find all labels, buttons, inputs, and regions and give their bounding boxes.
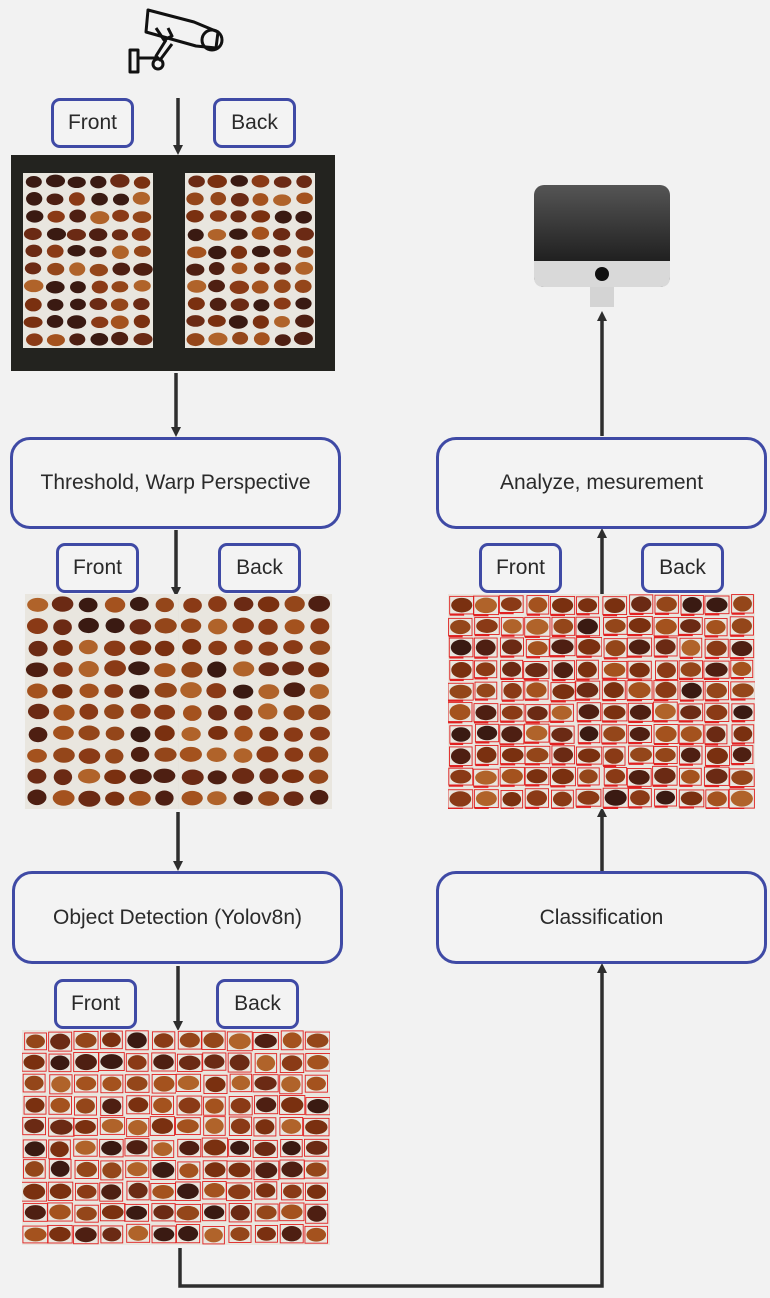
back-label: Back [236,556,283,579]
detection-step: Object Detection (Yolov8n) [12,871,343,964]
classification-step: Classification [436,871,767,964]
front-tag-detected: Front [54,979,137,1029]
arrow-detected-to-classification [178,963,607,1288]
desktop-monitor-icon [534,185,670,307]
front-label: Front [72,556,122,579]
warped-photo [25,594,332,809]
analyze-step-label: Analyze, mesurement [499,471,704,494]
threshold-step-label: Threshold, Warp Perspective [40,471,311,494]
front-label: Front [495,556,545,579]
front-tag-classified: Front [479,543,562,593]
analyze-step: Analyze, mesurement [436,437,767,529]
back-label: Back [234,992,281,1015]
front-tag-warped: Front [56,543,139,593]
threshold-step: Threshold, Warp Perspective [10,437,341,529]
detected-photo-bounding-boxes [22,1030,330,1245]
detection-step-label: Object Detection (Yolov8n) [52,905,303,929]
back-tag-classified: Back [641,543,724,593]
front-label: Front [67,111,117,134]
back-label: Back [231,111,278,134]
cctv-camera-icon [128,8,224,74]
back-tag-warped: Back [218,543,301,593]
back-tag-detected: Back [216,979,299,1029]
classified-photo-bounding-boxes [448,594,755,809]
front-tag-raw: Front [51,98,134,148]
front-label: Front [70,992,120,1015]
back-label: Back [659,556,706,579]
raw-photo-dark-background [11,155,335,371]
classification-step-label: Classification [539,905,664,929]
back-tag-raw: Back [213,98,296,148]
